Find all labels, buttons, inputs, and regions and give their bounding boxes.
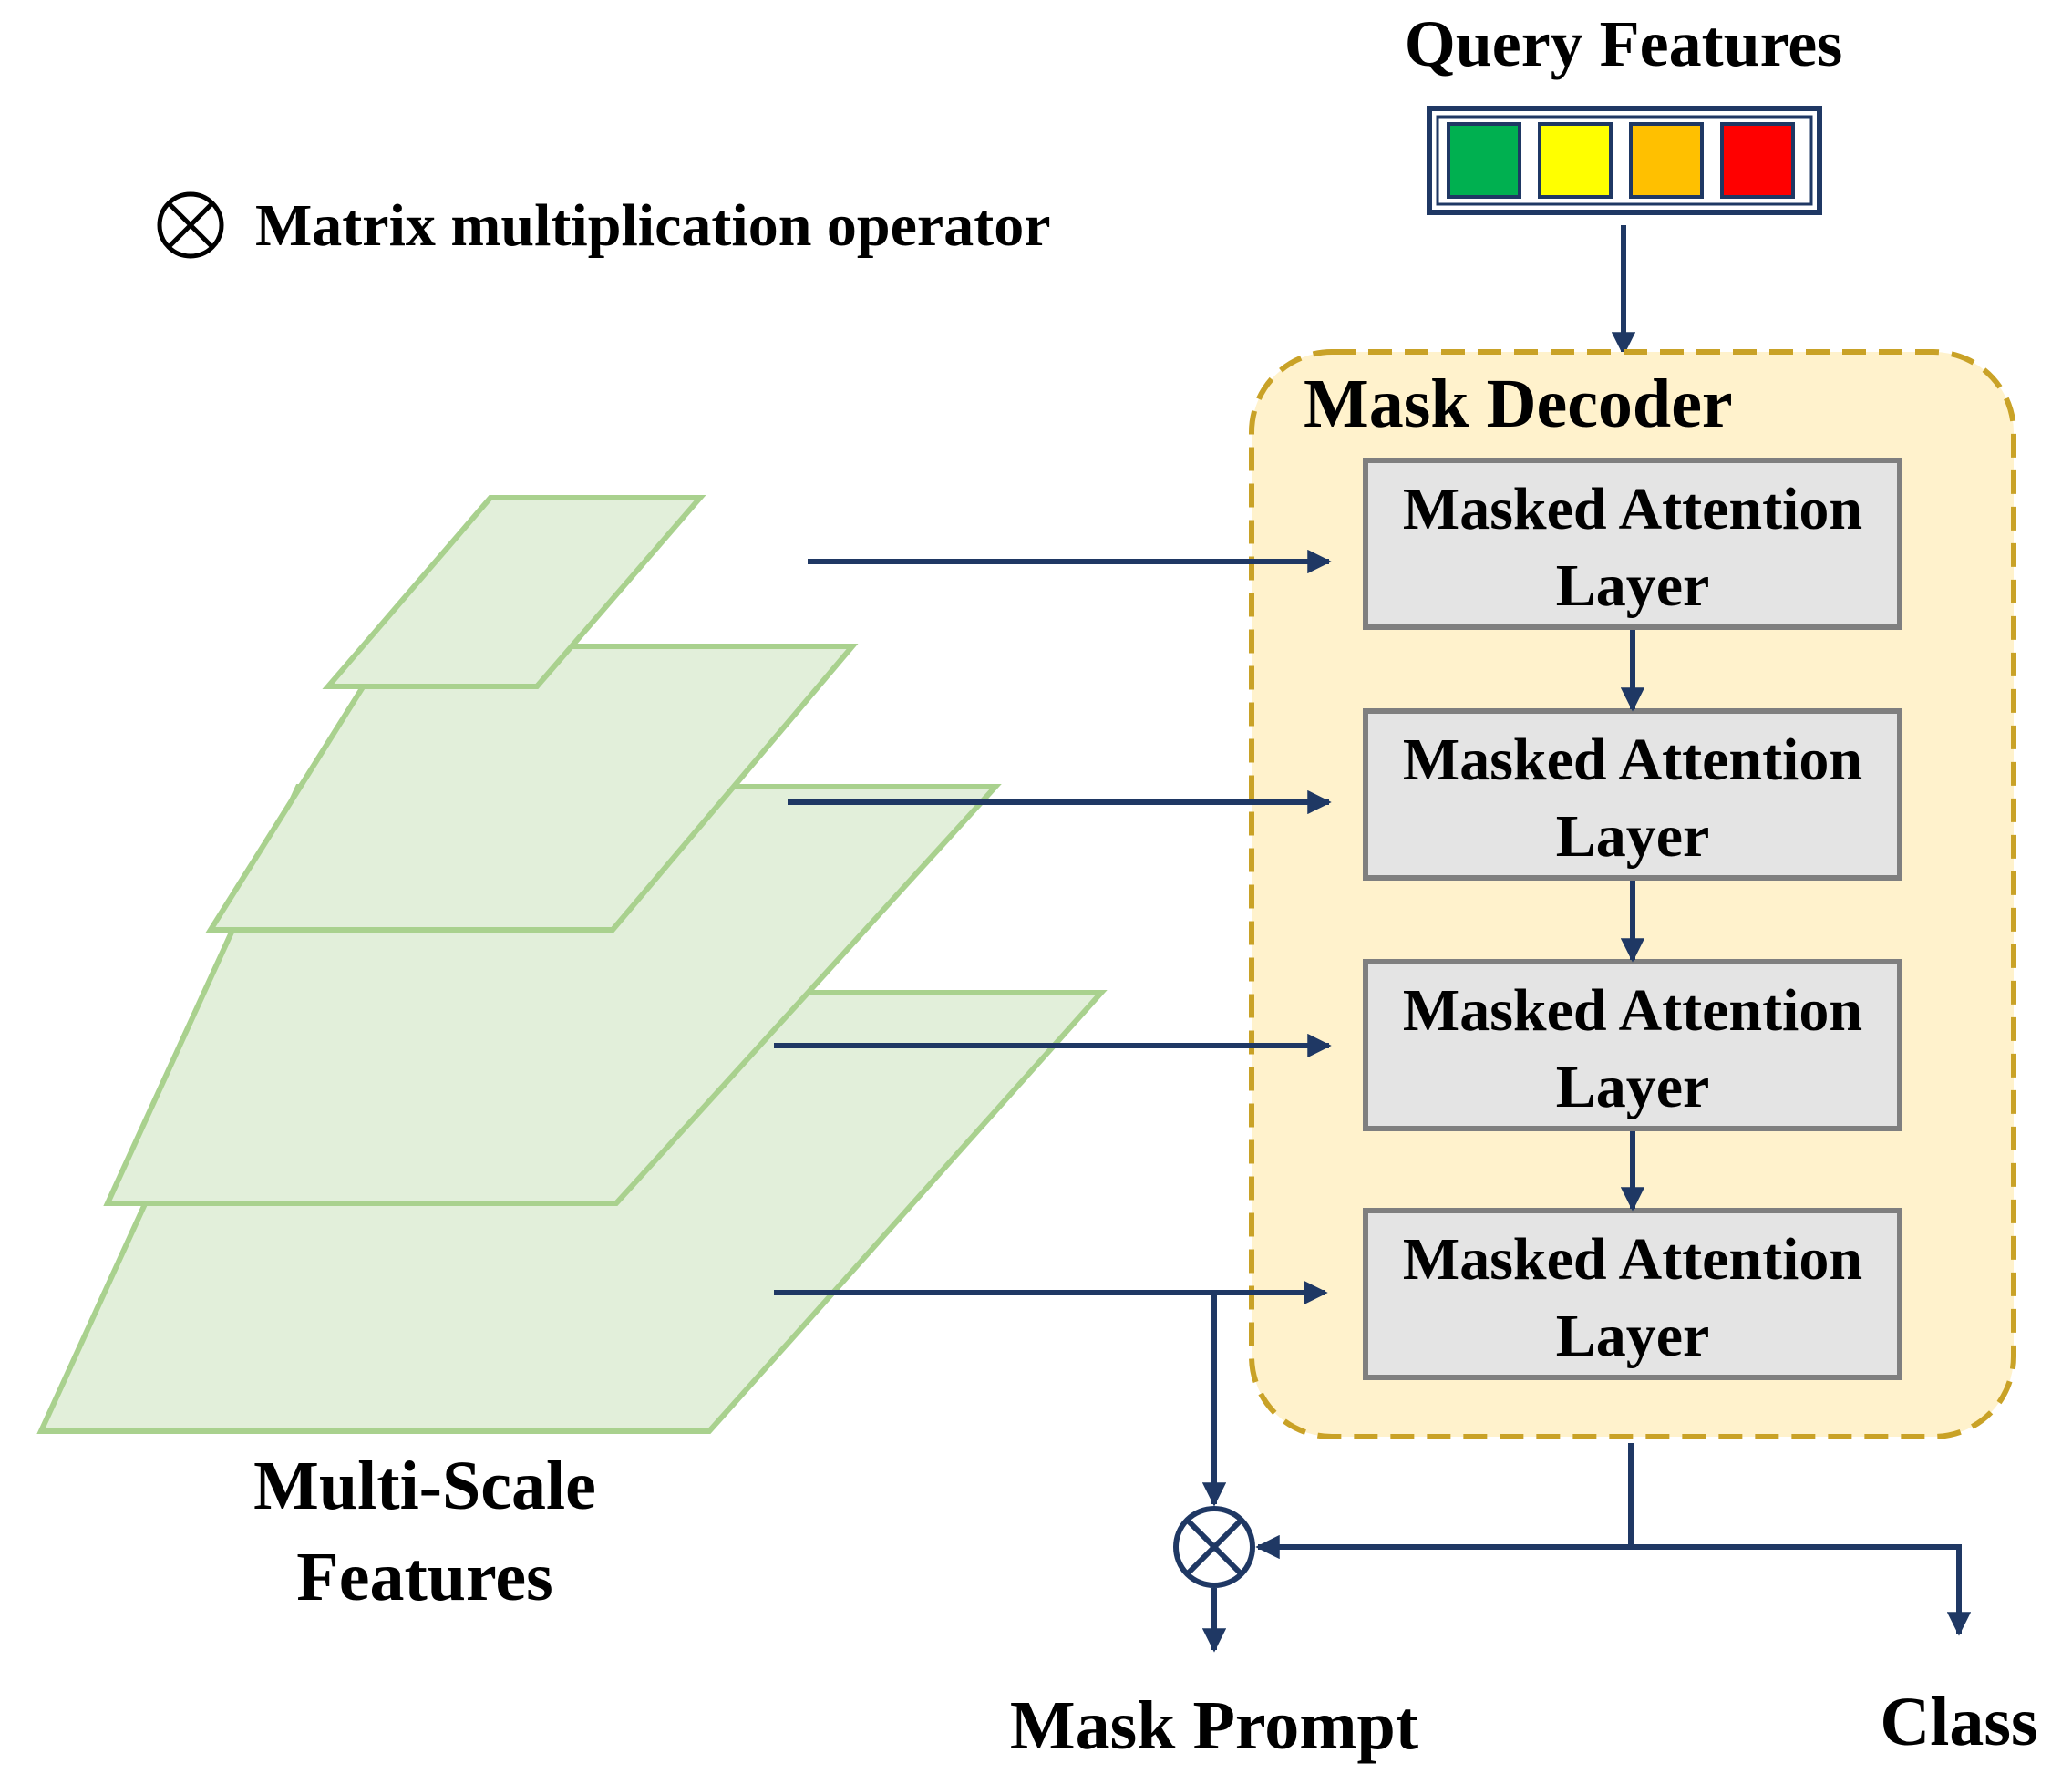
masked-attention-layer: Masked Attention Layer xyxy=(1363,458,1902,630)
matrix-multiplication-icon xyxy=(157,191,224,259)
layer-line2: Layer xyxy=(1556,1054,1710,1120)
query-cell-yellow xyxy=(1538,122,1613,199)
multi-scale-features-label-line2: Features xyxy=(296,1539,552,1615)
query-features-title: Query Features xyxy=(1405,7,1843,80)
layer-line1: Masked Attention xyxy=(1403,727,1862,793)
layer-line1: Masked Attention xyxy=(1403,476,1862,542)
masked-attention-layer: Masked Attention Layer xyxy=(1363,708,1902,881)
multi-scale-features-label-line1: Multi-Scale xyxy=(253,1448,596,1524)
legend-text: Matrix multiplication operator xyxy=(255,192,1051,259)
query-cell-green xyxy=(1447,122,1521,199)
matrix-multiplication-operator-icon xyxy=(1173,1506,1255,1588)
layer-line2: Layer xyxy=(1556,1303,1710,1369)
legend: Matrix multiplication operator xyxy=(157,191,1051,259)
layer-line2: Layer xyxy=(1556,803,1710,870)
layer-line1: Masked Attention xyxy=(1403,1226,1862,1293)
query-cell-red xyxy=(1720,122,1795,199)
class-label: Class xyxy=(1880,1684,2037,1760)
layer-line2: Layer xyxy=(1556,552,1710,619)
query-cell-orange xyxy=(1629,122,1704,199)
layer-line1: Masked Attention xyxy=(1403,977,1862,1044)
feature-map-plane xyxy=(322,495,706,689)
mask-prompt-label: Mask Prompt xyxy=(1010,1687,1418,1764)
mask-decoder-title: Mask Decoder xyxy=(1304,366,1733,442)
feature-map-plane xyxy=(205,644,859,933)
masked-attention-layer: Masked Attention Layer xyxy=(1363,1208,1902,1380)
multi-scale-features xyxy=(36,495,1108,1434)
masked-attention-layer: Masked Attention Layer xyxy=(1363,959,1902,1131)
query-features: Query Features xyxy=(1405,7,1843,215)
decoder-output-lines xyxy=(1255,1443,1972,1636)
